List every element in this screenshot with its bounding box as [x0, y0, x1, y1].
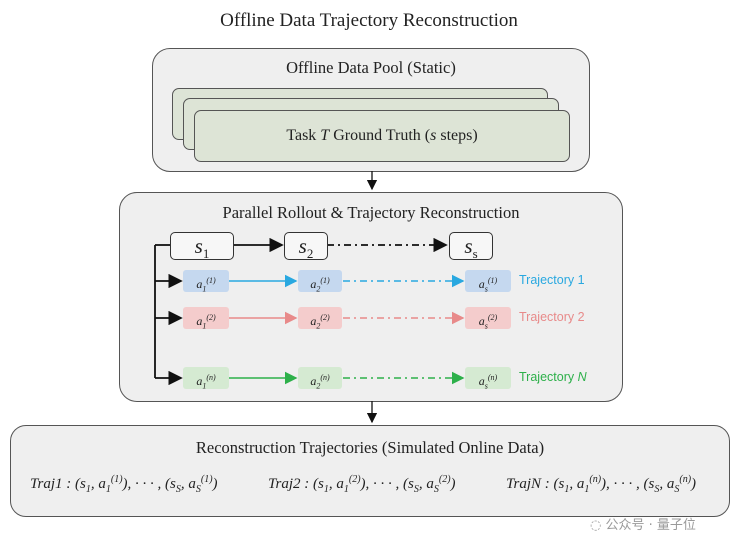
action-box-t1-a2: a2(1) — [298, 270, 342, 293]
action-box-t1-a1: a1(1) — [183, 270, 229, 293]
action-box-t2-a1: a1(2) — [183, 307, 229, 330]
state-box-ss: ss — [449, 232, 493, 261]
reconstruction-title: Reconstruction Trajectories (Simulated O… — [195, 438, 545, 457]
trajectory-formula-1: Traj1 : (s1, a1(1)), · · · , (sS, aS(1)) — [30, 474, 218, 495]
state-box-s1: s1 — [170, 232, 234, 261]
wechat-icon: ◌ — [590, 518, 602, 533]
action-box-tn-as: as(n) — [465, 367, 511, 390]
trajectory-1-label: Trajectory 1 — [519, 273, 585, 287]
action-box-tn-a2: a2(n) — [298, 367, 342, 390]
trajectory-formula-2: Traj2 : (s1, a1(2)), · · · , (sS, aS(2)) — [268, 474, 456, 495]
pool-card-front: Task T Ground Truth (s steps) — [194, 110, 570, 162]
action-box-tn-a1: a1(n) — [183, 367, 229, 390]
action-box-t1-as: as(1) — [465, 270, 511, 293]
ground-truth-label: Task T Ground Truth (s steps) — [286, 127, 478, 144]
trajectory-n-label: Trajectory N — [519, 370, 587, 384]
action-box-t2-as: as(2) — [465, 307, 511, 330]
diagram-title: Offline Data Trajectory Reconstruction — [220, 10, 518, 31]
watermark: ◌ 公众号 · 量子位 — [590, 518, 696, 533]
pool-title: Offline Data Pool (Static) — [286, 58, 456, 77]
trajectory-2-label: Trajectory 2 — [519, 310, 585, 324]
trajectory-formula-n: TrajN : (s1, a1(n)), · · · , (sS, aS(n)) — [506, 474, 697, 495]
state-box-s2: s2 — [284, 232, 328, 261]
action-box-t2-a2: a2(2) — [298, 307, 342, 330]
reconstruction-panel: Reconstruction Trajectories (Simulated O… — [10, 425, 730, 517]
rollout-title: Parallel Rollout & Trajectory Reconstruc… — [222, 203, 520, 222]
